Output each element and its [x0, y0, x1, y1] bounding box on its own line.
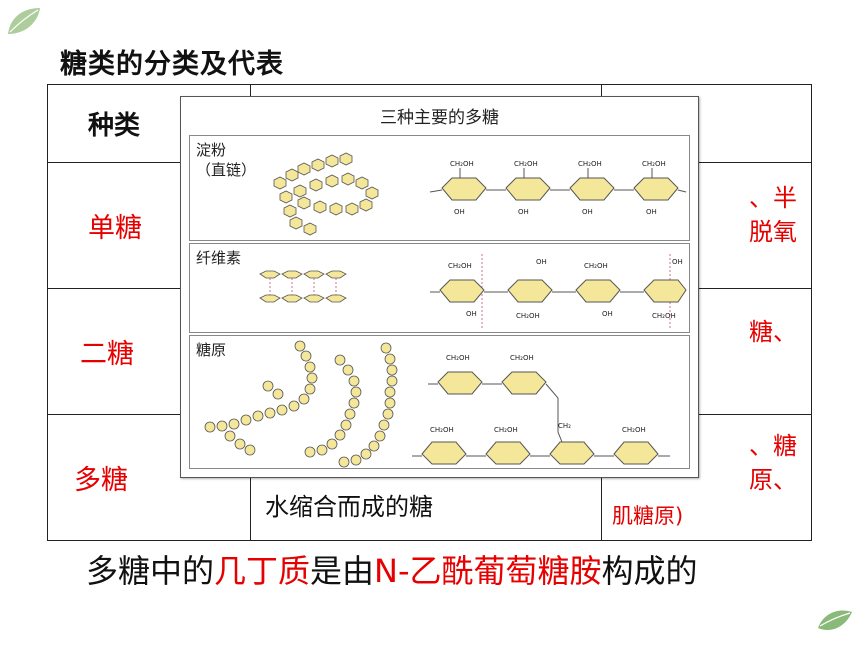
examples-fragment: 、半 脱氧	[749, 184, 797, 246]
oh-label: OH	[602, 310, 613, 318]
starch-structure-diagram: CH₂OH CH₂OH CH₂OH CH₂OH OH OH OH OH	[273, 152, 687, 236]
formula-labels: CH₂OH CH₂OH CH₂OH CH₂OH OH OH OH OH	[450, 160, 666, 216]
note-text: 是由	[310, 552, 375, 590]
leaf-decoration-icon	[818, 610, 852, 631]
ch2-label: CH₂	[558, 422, 571, 430]
starch-panel: 淀粉 （直链）	[189, 135, 690, 241]
examples-fragment: 、糖 原、	[749, 432, 797, 494]
figure-title: 三种主要的多糖	[380, 108, 499, 128]
ch2oh-label: CH₂OH	[430, 426, 454, 434]
oh-label: OH	[536, 258, 547, 266]
cellulose-formula-rings	[439, 279, 687, 303]
ch2oh-label: CH₂OH	[584, 262, 608, 270]
ch2oh-label: CH₂OH	[514, 160, 538, 168]
ch2oh-label: CH₂OH	[494, 426, 518, 434]
ch2oh-label: CH₂OH	[642, 160, 666, 168]
note-text: 多糖中的	[86, 552, 215, 590]
oh-label: OH	[672, 258, 683, 266]
glycogen-structure-diagram: CH₂OH CH₂OH CH₂OH CH₂OH CH₂ CH₂OH	[204, 340, 670, 468]
page-title: 糖类的分类及代表	[60, 49, 284, 80]
polysaccharide-figure: 三种主要的多糖 淀粉 （直链）	[180, 96, 699, 478]
definition-fragment: 水缩合而成的糖	[265, 493, 433, 521]
starch-formula-rings	[441, 177, 679, 201]
oh-label: OH	[466, 310, 477, 318]
starch-helix-chain	[273, 152, 379, 236]
panel-label: 纤维素	[196, 249, 242, 267]
oh-label: OH	[582, 208, 593, 216]
glycogen-formula-rings	[421, 371, 659, 465]
cellulose-structure-diagram: CH₂OH OH CH₂OH OH CH₂OH OH CH₂OH OH	[259, 254, 687, 330]
ch2oh-label: CH₂OH	[446, 354, 470, 362]
ch2oh-label: CH₂OH	[448, 262, 472, 270]
cellulose-panel: 纤维素	[189, 243, 690, 333]
ch2oh-label: CH₂OH	[450, 160, 474, 168]
ch2oh-label: CH₂OH	[622, 426, 646, 434]
panel-label: 糖原	[196, 341, 227, 359]
oh-label: OH	[518, 208, 529, 216]
glycogen-panel: 糖原	[189, 335, 690, 469]
leaf-decoration-icon	[8, 8, 40, 34]
oh-label: OH	[646, 208, 657, 216]
examples-fragment: 糖、	[749, 318, 797, 346]
panel-label: 淀粉	[196, 141, 227, 159]
note-highlight-nag: N-乙酰葡萄糖胺	[374, 552, 602, 590]
formula-labels: CH₂OH CH₂OH CH₂OH CH₂OH CH₂ CH₂OH	[430, 354, 646, 434]
note-text: 构成的	[601, 552, 698, 590]
ch2oh-label: CH₂OH	[578, 160, 602, 168]
note-highlight-chitin: 几丁质	[214, 552, 311, 590]
ch2oh-label: CH₂OH	[516, 312, 540, 320]
glycogen-branched-chains	[204, 340, 398, 468]
examples-bottom-fragment: 肌糖原)	[612, 504, 684, 528]
chitin-note: 多糖中的几丁质是由N-乙酰葡萄糖胺构成的	[86, 546, 698, 592]
cellulose-chains	[259, 270, 347, 303]
ch2oh-label: CH₂OH	[510, 354, 534, 362]
oh-label: OH	[454, 208, 465, 216]
panel-label: （直链）	[196, 161, 257, 179]
formula-labels: CH₂OH OH CH₂OH OH CH₂OH OH CH₂OH OH	[448, 258, 683, 320]
ch2oh-label: CH₂OH	[652, 312, 676, 320]
